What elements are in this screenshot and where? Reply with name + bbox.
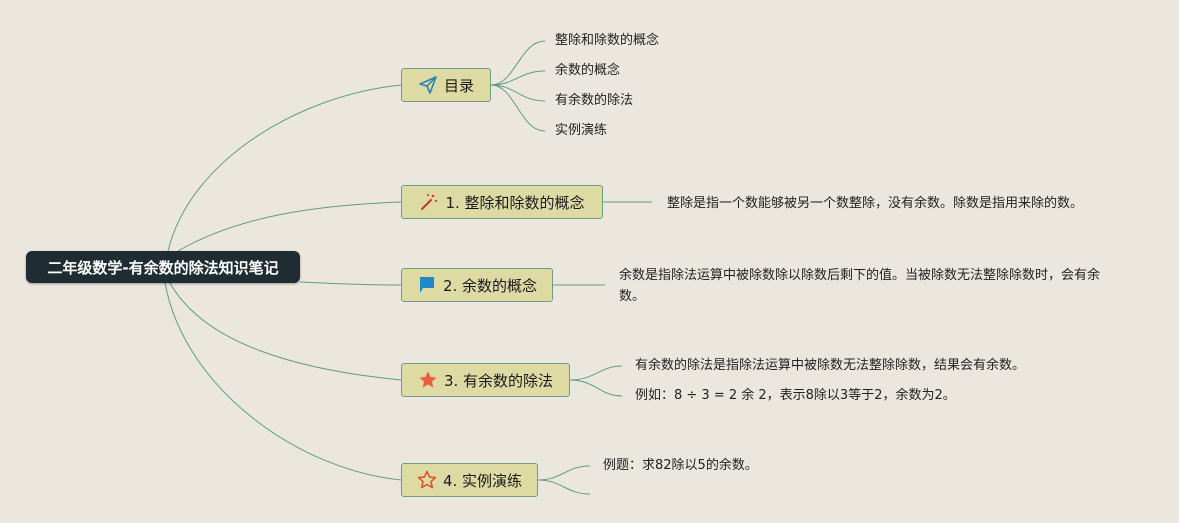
- root-topic-label: 二年级数学-有余数的除法知识笔记: [47, 258, 279, 277]
- connector-contents-leaf-1: [490, 40, 546, 86]
- leaf-contents-4[interactable]: 实例演练: [555, 123, 608, 138]
- leaf-practice-example[interactable]: 例题：求82除以5的余数。: [603, 458, 758, 473]
- topic-divisibility-concept[interactable]: 1. 整除和除数的概念: [401, 185, 603, 219]
- connector-contents-leaf-4: [490, 84, 546, 132]
- topic-label: 4. 实例演练: [442, 471, 523, 490]
- leaf-divisibility-definition[interactable]: 整除是指一个数能够被另一个数整除，没有余数。除数是指用来除的数。: [667, 196, 1084, 211]
- topic-label: 1. 整除和除数的概念: [445, 193, 585, 212]
- connector-practice-leaf-1: [537, 465, 591, 481]
- connector-practice-leaf-2: [537, 479, 591, 495]
- blue-flag-icon: [417, 275, 437, 295]
- magic-wand-icon: [419, 192, 439, 212]
- topic-label: 目录: [443, 76, 474, 95]
- leaf-contents-1[interactable]: 整除和除数的概念: [555, 33, 660, 48]
- orange-star-icon: [418, 370, 438, 390]
- outline-star-icon: [417, 470, 437, 490]
- connector-root-topic-2: [299, 281, 402, 286]
- leaf-contents-3[interactable]: 有余数的除法: [555, 93, 634, 108]
- leaf-contents-2[interactable]: 余数的概念: [555, 63, 621, 78]
- connector-division-leaf-2: [569, 379, 623, 397]
- connector-root-topic-1: [177, 201, 402, 252]
- topic-division-with-remainder[interactable]: 3. 有余数的除法: [401, 363, 570, 397]
- topic-remainder-concept[interactable]: 2. 余数的概念: [401, 268, 553, 302]
- leaf-division-definition[interactable]: 有余数的除法是指除法运算中被除数无法整除除数，结果会有余数。: [635, 358, 1026, 373]
- connector-root-topic-0: [167, 84, 402, 252]
- connector-contents-leaf-3: [490, 84, 546, 102]
- root-topic[interactable]: 二年级数学-有余数的除法知识笔记: [26, 251, 300, 283]
- topic-label: 3. 有余数的除法: [443, 371, 554, 390]
- connector-root-topic-3: [169, 282, 402, 381]
- topic-label: 2. 余数的概念: [442, 276, 538, 295]
- topic-contents[interactable]: 目录: [401, 68, 491, 102]
- connector-division-leaf-1: [569, 365, 623, 381]
- leaf-remainder-definition[interactable]: 余数是指除法运算中被除数除以除数后剩下的值。当被除数无法整除除数时，会有余数。: [619, 268, 1101, 304]
- connector-root-topic-4: [164, 282, 402, 481]
- connector-contents-leaf-2: [490, 70, 546, 86]
- leaf-division-example[interactable]: 例如：8 ÷ 3 = 2 余 2，表示8除以3等于2，余数为2。: [635, 388, 956, 403]
- paper-plane-icon: [418, 75, 438, 95]
- topic-practice-examples[interactable]: 4. 实例演练: [401, 463, 538, 497]
